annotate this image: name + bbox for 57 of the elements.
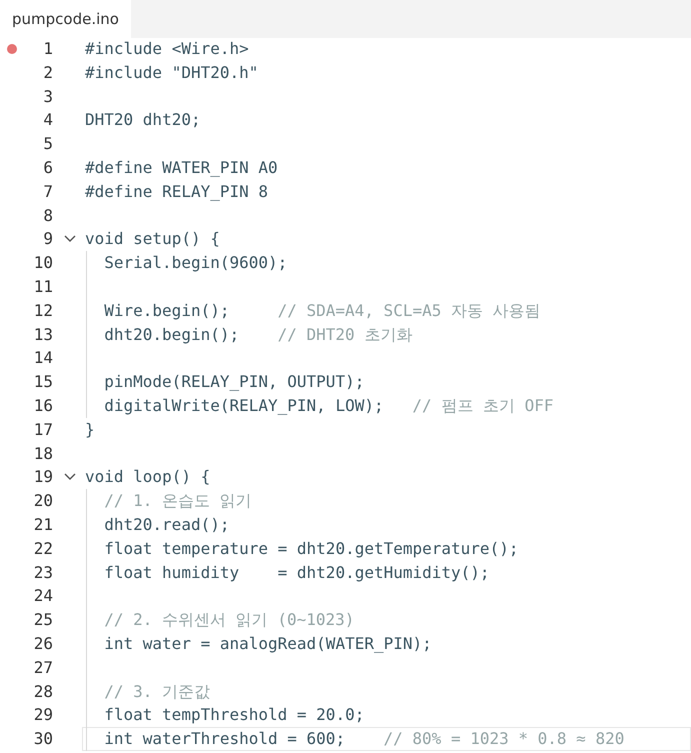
code-line: } (85, 420, 95, 440)
code-line: #include "DHT20.h" (85, 62, 258, 83)
line-number: 10 (32, 253, 53, 274)
line-number: 15 (32, 372, 53, 392)
line-number: 14 (32, 348, 53, 368)
line-number: 17 (32, 420, 53, 440)
line-number: 29 (32, 705, 53, 726)
line-number: 4 (42, 110, 53, 130)
code-line: void setup() { (85, 229, 220, 250)
code-comment: // SDA=A4, SCL=A5 자동 사용됨 (278, 300, 541, 321)
line-number: 19 (32, 467, 53, 488)
code-line: int water = analogRead(WATER_PIN); (104, 634, 432, 654)
line-number: 23 (32, 562, 53, 582)
code-line: DHT20 dht20; (85, 110, 201, 130)
line-number: 27 (32, 658, 53, 678)
line-number: 22 (32, 538, 53, 559)
line-number: 24 (32, 586, 53, 606)
line-number: 3 (42, 86, 53, 106)
code-line: float humidity = dht20.getHumidity(); (104, 562, 490, 582)
line-number: 28 (32, 682, 53, 702)
line-number: 1 (42, 38, 53, 59)
line-number: 18 (32, 444, 53, 464)
code-line: #define WATER_PIN A0 (85, 158, 278, 178)
code-comment: // 펌프 초기 OFF (412, 396, 554, 416)
code-comment: // 2. 수위센서 읽기 (0~1023) (104, 610, 354, 630)
code-line: float temperature = dht20.getTemperature(); (104, 538, 518, 559)
code-line: dht20.begin(); (104, 324, 240, 344)
code-line: float tempThreshold = 20.0; (104, 705, 364, 726)
code-line: digitalWrite(RELAY_PIN, LOW); (104, 396, 384, 416)
line-number: 13 (32, 324, 53, 344)
code-line: Serial.begin(9600); (104, 253, 288, 274)
code-line: pinMode(RELAY_PIN, OUTPUT); (104, 372, 364, 392)
line-number: 21 (32, 514, 53, 535)
line-number: 2 (42, 62, 53, 83)
line-number: 25 (32, 610, 53, 630)
line-number: 9 (42, 229, 53, 250)
code-line: #include <Wire.h> (85, 38, 249, 59)
code-comment: // 3. 기준값 (104, 682, 210, 702)
code-line: int waterThreshold = 600; (104, 729, 346, 750)
code-comment: // 1. 온습도 읽기 (104, 491, 252, 512)
line-number: 5 (42, 134, 53, 154)
line-number: 12 (32, 300, 53, 321)
line-number: 26 (32, 634, 53, 654)
code-line: Wire.begin(); (104, 300, 230, 321)
line-number: 16 (32, 396, 53, 416)
code-line: void loop() { (85, 467, 210, 488)
line-number: 11 (32, 276, 53, 297)
line-number: 30 (32, 729, 53, 750)
line-number: 7 (42, 182, 53, 202)
code-comment: // 80% = 1023 * 0.8 ≈ 820 (384, 729, 624, 750)
line-number: 8 (42, 206, 53, 226)
line-number: 6 (42, 158, 53, 178)
line-number: 20 (32, 491, 53, 512)
code-line: #define RELAY_PIN 8 (85, 182, 268, 202)
code-line: dht20.read(); (104, 514, 230, 535)
file-tab: pumpcode.ino (0, 0, 131, 38)
code-comment: // DHT20 초기화 (278, 324, 412, 344)
